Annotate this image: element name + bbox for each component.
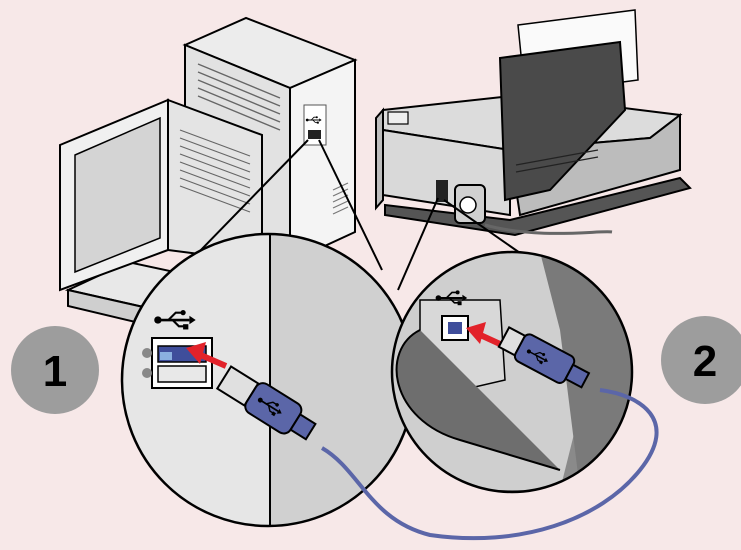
printer [375,9,692,237]
usb-a-plug [215,365,317,441]
step-2-number: 2 [693,337,717,386]
insert-arrow-icon [186,342,228,369]
printer-port-callout [390,250,634,494]
step-1-badge: 1 [11,326,99,414]
step-1-number: 1 [43,347,67,396]
step-2-badge: 2 [661,316,741,404]
usb-cable [320,388,659,541]
insert-arrow-icon [466,322,502,347]
usb-b-plug [497,325,591,389]
